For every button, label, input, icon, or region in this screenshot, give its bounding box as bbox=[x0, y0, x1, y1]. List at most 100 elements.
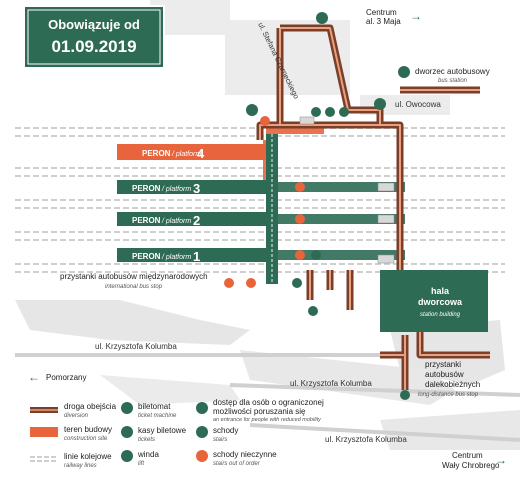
stairs-out-icon bbox=[246, 278, 256, 288]
stairs-out-icon bbox=[224, 278, 234, 288]
direction-centrum-top-2: al. 3 Maja bbox=[366, 17, 401, 26]
legend-stairs-en: stairs bbox=[213, 437, 227, 443]
platform-4-en: / platform bbox=[171, 151, 201, 158]
access-icon bbox=[374, 98, 386, 110]
stairs-icon bbox=[377, 182, 395, 192]
intl-bus-label-en: international bus stop bbox=[105, 284, 163, 290]
station-hall: hala dworcowa station building bbox=[380, 270, 488, 332]
stairs-icon bbox=[311, 250, 321, 260]
legend-access-2: możliwości poruszania się bbox=[213, 407, 306, 416]
platform-3-en: / platform bbox=[161, 186, 191, 193]
legend-ticket-machine: biletomat bbox=[138, 402, 171, 411]
long-bus-label-3: dalekobieżnych bbox=[425, 380, 480, 389]
direction-pomorzany: Pomorzany bbox=[46, 373, 86, 382]
street-kolumba-1: ul. Krzysztofa Kolumba bbox=[95, 342, 177, 351]
street-kolumba-3: ul. Krzysztofa Kolumba bbox=[325, 435, 407, 444]
access-icon bbox=[222, 250, 232, 260]
stairs-icon bbox=[377, 254, 395, 264]
access-icon bbox=[400, 390, 410, 400]
platform-1: PERON / platform 1 bbox=[117, 248, 405, 264]
lift-icon bbox=[236, 182, 246, 192]
hall-label-en: station building bbox=[420, 312, 461, 318]
street-kolumba-2: ul. Krzysztofa Kolumba bbox=[290, 379, 372, 388]
platform-4: PERON / platform 4 bbox=[117, 144, 275, 161]
platform-1-number: 1 bbox=[193, 249, 200, 264]
direction-bus-station-en: bus station bbox=[438, 78, 468, 84]
access-icon bbox=[308, 306, 318, 316]
platform-3: PERON / platform 3 bbox=[117, 180, 405, 196]
legend-stairs-out-icon bbox=[196, 450, 208, 462]
legend-ticket-machine-icon bbox=[121, 402, 133, 414]
hall-label-1: hala bbox=[431, 286, 450, 296]
legend-ticket-machine-en: ticket machine bbox=[138, 413, 177, 419]
legend-lift-en: lift bbox=[138, 461, 144, 467]
platform-2: PERON / platform 2 bbox=[117, 212, 405, 228]
stairs-out-icon bbox=[260, 116, 270, 126]
intl-bus-label: przystanki autobusów międzynarodowych bbox=[60, 272, 208, 281]
direction-centrum-top-1: Centrum bbox=[366, 8, 397, 17]
direction-labels: Centrum al. 3 Maja → dworzec autobusowy … bbox=[28, 8, 507, 470]
platform-4-label: PERON bbox=[142, 149, 171, 158]
platform-3-number: 3 bbox=[193, 181, 200, 196]
legend-lift: winda bbox=[137, 450, 159, 459]
direction-centrum-bottom-2: Wały Chrobrego bbox=[442, 461, 500, 470]
platform-2-label: PERON bbox=[132, 216, 161, 225]
stairs-out-icon bbox=[295, 250, 305, 260]
stairs-out-icon bbox=[295, 214, 305, 224]
legend-access-en: an entrance for people with reduced mobi… bbox=[213, 417, 322, 423]
legend-access-1: dostęp dla osób o ograniczonej bbox=[213, 398, 324, 407]
lift-icon bbox=[236, 250, 246, 260]
ticket-machine-icon bbox=[311, 107, 321, 117]
stairs-icon bbox=[292, 278, 302, 288]
hall-label-2: dworcowa bbox=[418, 297, 463, 307]
lift-icon bbox=[339, 107, 349, 117]
platform-2-number: 2 bbox=[193, 213, 200, 228]
platform-1-label: PERON bbox=[132, 252, 161, 261]
street-lines bbox=[15, 353, 521, 442]
direction-centrum-bottom-1: Centrum bbox=[452, 451, 483, 460]
stairs-icon bbox=[299, 116, 315, 125]
legend-construction-en: construction site bbox=[64, 436, 108, 442]
lift-icon bbox=[236, 214, 246, 224]
legend-stairs-icon bbox=[196, 426, 208, 438]
street-owocowa: ul. Owocowa bbox=[395, 100, 441, 109]
access-icon bbox=[246, 104, 258, 116]
legend-stairs-out: schody nieczynne bbox=[213, 450, 277, 459]
ticket-office-icon bbox=[325, 107, 335, 117]
sign-line2: 01.09.2019 bbox=[51, 37, 136, 56]
bus-icon bbox=[398, 66, 410, 78]
access-icon bbox=[316, 12, 328, 24]
legend: droga obejścia diversion teren budowy co… bbox=[30, 398, 324, 469]
platform-2-en: / platform bbox=[161, 218, 191, 225]
arrow-left-icon: ← bbox=[28, 370, 40, 384]
arrow-right-icon-bottom: → bbox=[495, 453, 507, 467]
legend-ticket-office-icon bbox=[121, 426, 133, 438]
legend-rail: linie kolejowe bbox=[64, 452, 112, 461]
legend-access-icon bbox=[196, 402, 208, 414]
underpass bbox=[266, 134, 278, 284]
access-icon bbox=[222, 182, 232, 192]
legend-lift-icon bbox=[121, 450, 133, 462]
legend-construction: teren budowy bbox=[64, 425, 112, 434]
sign-line1: Obowiązuje od bbox=[48, 17, 140, 32]
legend-ticket-office-en: tickets bbox=[138, 437, 155, 443]
long-bus-label-en: long-distance bus stop bbox=[418, 392, 479, 398]
arrow-right-icon: → bbox=[410, 9, 422, 23]
stairs-icon bbox=[377, 214, 395, 224]
long-bus-label-1: przystanki bbox=[425, 360, 461, 369]
platform-3-label: PERON bbox=[132, 184, 161, 193]
legend-diversion-en: diversion bbox=[64, 413, 89, 419]
platform-4-number: 4 bbox=[197, 146, 205, 161]
date-sign: Obowiązuje od 01.09.2019 bbox=[23, 5, 165, 69]
legend-ticket-office: kasy biletowe bbox=[138, 426, 187, 435]
legend-rail-en: railway lines bbox=[64, 463, 97, 469]
stairs-out-icon bbox=[241, 147, 251, 157]
long-bus-label-2: autobusów bbox=[425, 370, 464, 379]
legend-stairs-out-en: stairs out of order bbox=[213, 461, 261, 467]
legend-stairs: schody bbox=[213, 426, 238, 435]
stairs-out-icon bbox=[295, 182, 305, 192]
access-icon bbox=[222, 214, 232, 224]
platform-1-en: / platform bbox=[161, 254, 191, 261]
legend-diversion: droga obejścia bbox=[64, 402, 117, 411]
